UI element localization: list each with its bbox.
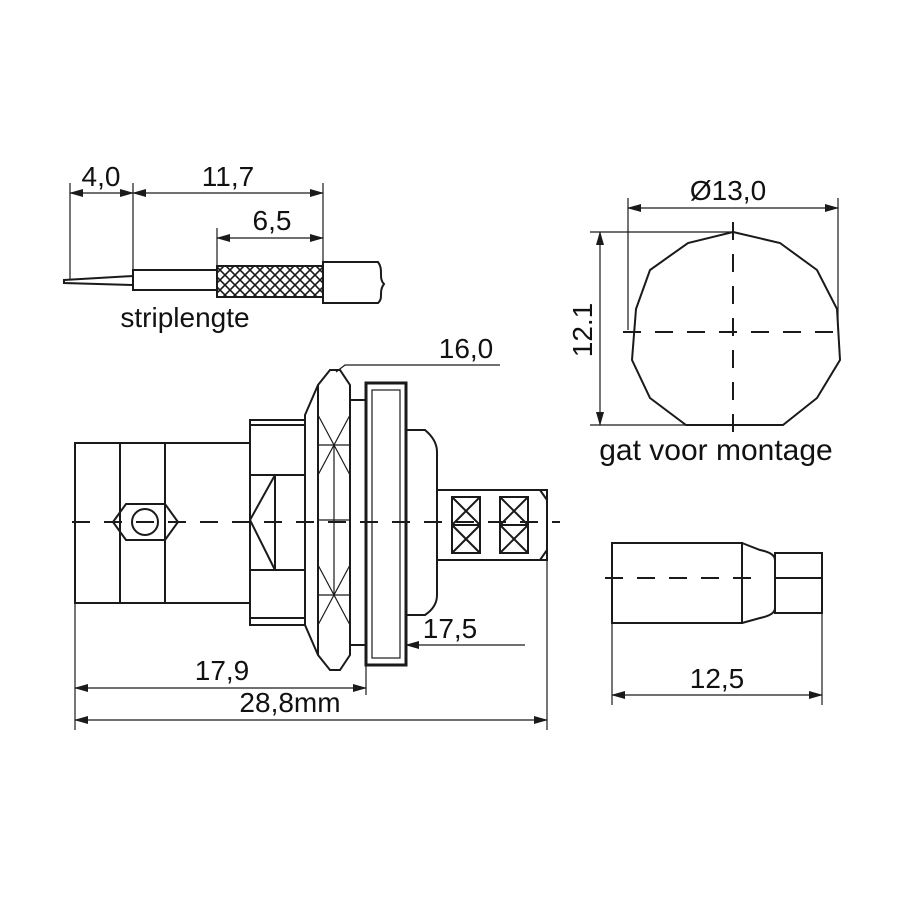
- strip-label-6-5: 6,5: [253, 205, 292, 236]
- ferrule-detail: 12,5: [605, 542, 823, 705]
- mounting-hole-detail: Ø13,0 12.1 gat voor montage: [567, 175, 845, 467]
- hole-height-label: 12.1: [567, 303, 598, 358]
- strip-label-4-0: 4,0: [82, 161, 121, 192]
- striplengte-label: striplengte: [120, 302, 249, 333]
- total-length-label: 28,8mm: [239, 687, 340, 718]
- ferrule-length-label: 12,5: [690, 663, 745, 694]
- flange-width-label: 17,5: [423, 613, 478, 644]
- gat-voor-montage-label: gat voor montage: [599, 434, 832, 467]
- length-17-9-label: 17,9: [195, 655, 250, 686]
- strip-label-11-7: 11,7: [202, 161, 254, 192]
- connector-body: [72, 369, 560, 671]
- strip-length-detail: 4,0 11,7 6,5 striplengte: [63, 161, 386, 333]
- main-dimensions: 16,0 17,5 17,9 28,8mm: [74, 333, 548, 730]
- nut-width-label: 16,0: [439, 333, 494, 364]
- hole-diameter-label: Ø13,0: [690, 175, 766, 206]
